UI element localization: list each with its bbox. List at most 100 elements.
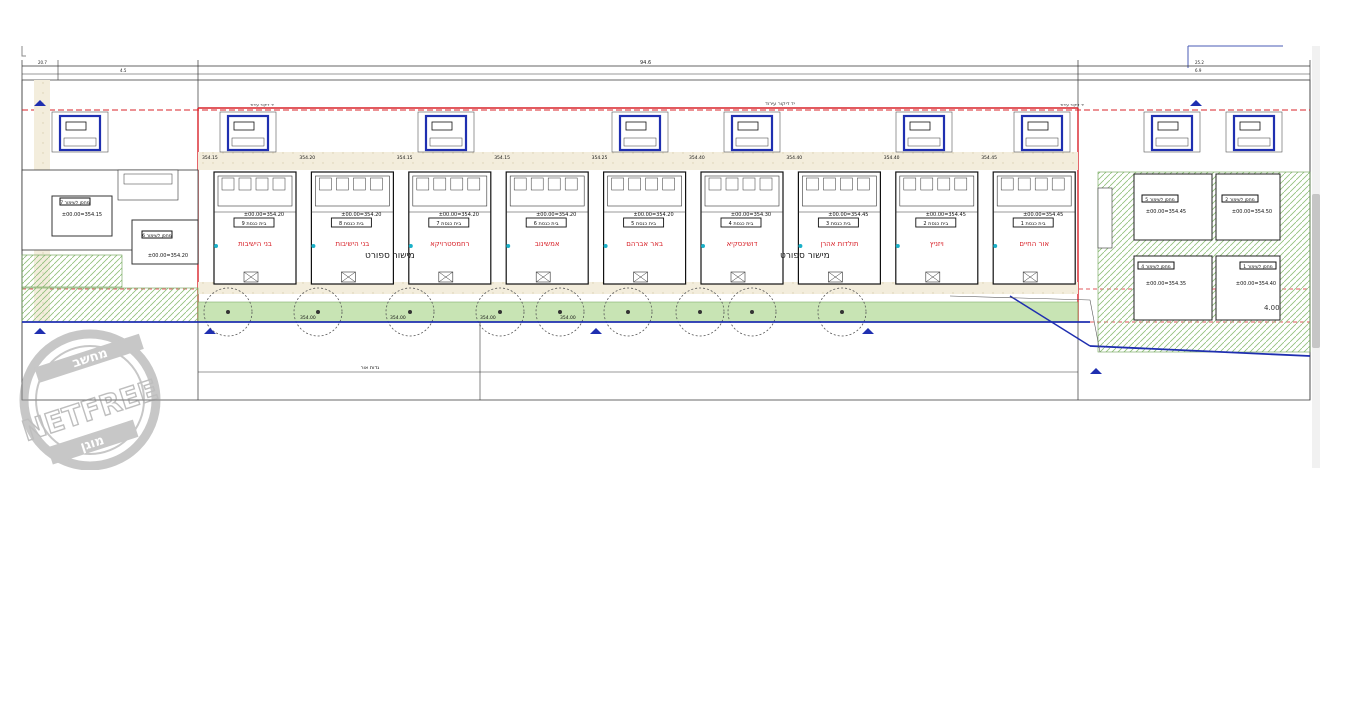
- top-street-label: יד דיקור עירוד: [1060, 102, 1084, 107]
- dimension-label: 4.5: [120, 68, 127, 73]
- unit-name: ויזניץ: [930, 240, 944, 248]
- mid-label: מישור ספורט: [780, 251, 830, 261]
- unit-id: בית כנסת 4: [729, 221, 754, 227]
- dimension-label: 6.9: [1195, 68, 1202, 73]
- corner-mark: [21, 46, 26, 57]
- unit-top-level: 354.15: [494, 155, 510, 161]
- unit-id: בית כנסת 6: [534, 221, 559, 227]
- green-area: [21, 287, 199, 323]
- unit-top-level: 354.40: [884, 155, 900, 161]
- unit-name: רחמסטרויקא: [430, 240, 469, 248]
- unit-top-level: 354.45: [981, 155, 997, 161]
- right-storage-blocks: מחסן לשימור 5 ±00.00=354.45 מחסן לשימור …: [1097, 173, 1281, 321]
- tree: [727, 287, 777, 337]
- top-street-label: יד דיקור עירוד: [250, 102, 274, 107]
- overall-dimension: 94.6: [640, 60, 651, 66]
- unit-id: בית כנסת 1: [1021, 221, 1046, 227]
- top-parking-box: [51, 111, 109, 153]
- tree: [603, 287, 653, 337]
- unit-level: ±00.00=354.20: [633, 212, 673, 218]
- unit-name: אור החיים: [1019, 240, 1049, 248]
- right-block-id: מחסן לשימור 4: [1141, 264, 1170, 270]
- entry-arrow: [34, 100, 46, 106]
- unit-top-level: 354.15: [202, 155, 218, 161]
- top-parking-box: [417, 111, 475, 153]
- unit-top-level: 354.40: [689, 155, 705, 161]
- bottom-level: 354.00: [390, 315, 406, 321]
- unit-name: באר אברהם: [626, 240, 663, 248]
- pavement-strip: [198, 152, 1078, 170]
- left-block-id: מחסן לשימור 6: [142, 233, 171, 239]
- unit-name: תולדות אהרן: [820, 240, 858, 248]
- entry-arrow: [1090, 368, 1102, 374]
- right-block-id: מחסן לשימור 2: [1225, 197, 1254, 203]
- top-parking-box: [1143, 111, 1201, 153]
- top-parking-box: [895, 111, 953, 153]
- synagogue-unit: בית כנסת 5 ±00.00=354.20 באר אברהם 354.25: [592, 155, 687, 285]
- unit-id: בית כנסת 3: [826, 221, 851, 227]
- tree: [675, 287, 725, 337]
- bottom-level: 354.00: [560, 315, 576, 321]
- top-parking-box: [1225, 111, 1283, 153]
- left-block-id: מחסן לשימור 7: [60, 200, 89, 206]
- right-block-id: מחסן לשימור 5: [1145, 197, 1174, 203]
- top-parking-box: [219, 111, 277, 153]
- unit-level: ±00.00=354.20: [341, 212, 381, 218]
- left-block-level: ±00.00=354.15: [62, 212, 102, 218]
- mid-label: מישור ספורט: [365, 251, 415, 261]
- entry-arrow: [34, 328, 46, 334]
- stamp-bottom: מוגן: [79, 433, 107, 455]
- right-block-level: ±00.00=354.35: [1146, 281, 1186, 287]
- green-area: [21, 254, 123, 288]
- synagogue-unit: בית כנסת 7 ±00.00=354.20 רחמסטרויקא 354.15: [397, 155, 492, 285]
- top-street-label: יד דיקור עירוד: [765, 101, 795, 107]
- unit-level: ±00.00=354.20: [536, 212, 576, 218]
- bottom-level: 354.00: [480, 315, 496, 321]
- unit-id: בית כנסת 5: [631, 221, 656, 227]
- unit-top-level: 354.20: [299, 155, 315, 161]
- stamp-top: מחשב: [71, 346, 110, 371]
- tree-row: [203, 287, 867, 337]
- top-parking-box: [723, 111, 781, 153]
- unit-level: ±00.00=354.20: [439, 212, 479, 218]
- unit-name: בני הישיבות: [238, 240, 272, 248]
- synagogue-unit: בית כנסת 6 ±00.00=354.20 אמשינוב 354.15: [494, 155, 589, 285]
- unit-id: בית כנסת 7: [436, 221, 461, 227]
- entry-markers: [34, 100, 1202, 374]
- unit-level: ±00.00=354.45: [1023, 212, 1063, 218]
- tree: [475, 287, 525, 337]
- left-block-level: ±00.00=354.20: [148, 253, 188, 259]
- entry-arrow: [204, 328, 216, 334]
- scrollbar-thumb[interactable]: [1312, 194, 1320, 348]
- right-dimension: 4.00: [1264, 304, 1280, 312]
- unit-top-level: 354.25: [592, 155, 608, 161]
- tree: [385, 287, 435, 337]
- unit-name: אמשינוב: [535, 240, 560, 248]
- unit-level: ±00.00=354.45: [926, 212, 966, 218]
- site-plan-drawing: 94.6 20.7 4.5 25.2 6.9 יד דיקור עירוד יד…: [17, 45, 1311, 470]
- right-block-level: ±00.00=354.50: [1232, 209, 1272, 215]
- tree: [203, 287, 253, 337]
- front-street-label: גדות אור: [361, 365, 380, 371]
- unit-top-level: 354.40: [786, 155, 802, 161]
- entry-arrow: [862, 328, 874, 334]
- unit-level: ±00.00=354.20: [244, 212, 284, 218]
- tree: [293, 287, 343, 337]
- bottom-level: 354.00: [300, 315, 316, 321]
- left-storage-blocks: מחסן לשימור 7 ±00.00=354.15 מחסן לשימור …: [21, 169, 199, 265]
- unit-id: בית כנסת 9: [242, 221, 267, 227]
- top-parking-boxes: [51, 111, 1283, 153]
- synagogue-units-row: בית כנסת 9 ±00.00=354.20 בני הישיבות 354.15…: [202, 155, 1076, 285]
- right-block-level: ±00.00=354.45: [1146, 209, 1186, 215]
- dimension-label: 25.2: [1195, 60, 1204, 65]
- unit-top-level: 354.15: [397, 155, 413, 161]
- dimension-label: 20.7: [38, 60, 47, 65]
- tree: [817, 287, 867, 337]
- synagogue-unit: בית כנסת 1 ±00.00=354.45 אור החיים 354.45: [981, 155, 1076, 285]
- vertical-scrollbar[interactable]: [1312, 46, 1320, 468]
